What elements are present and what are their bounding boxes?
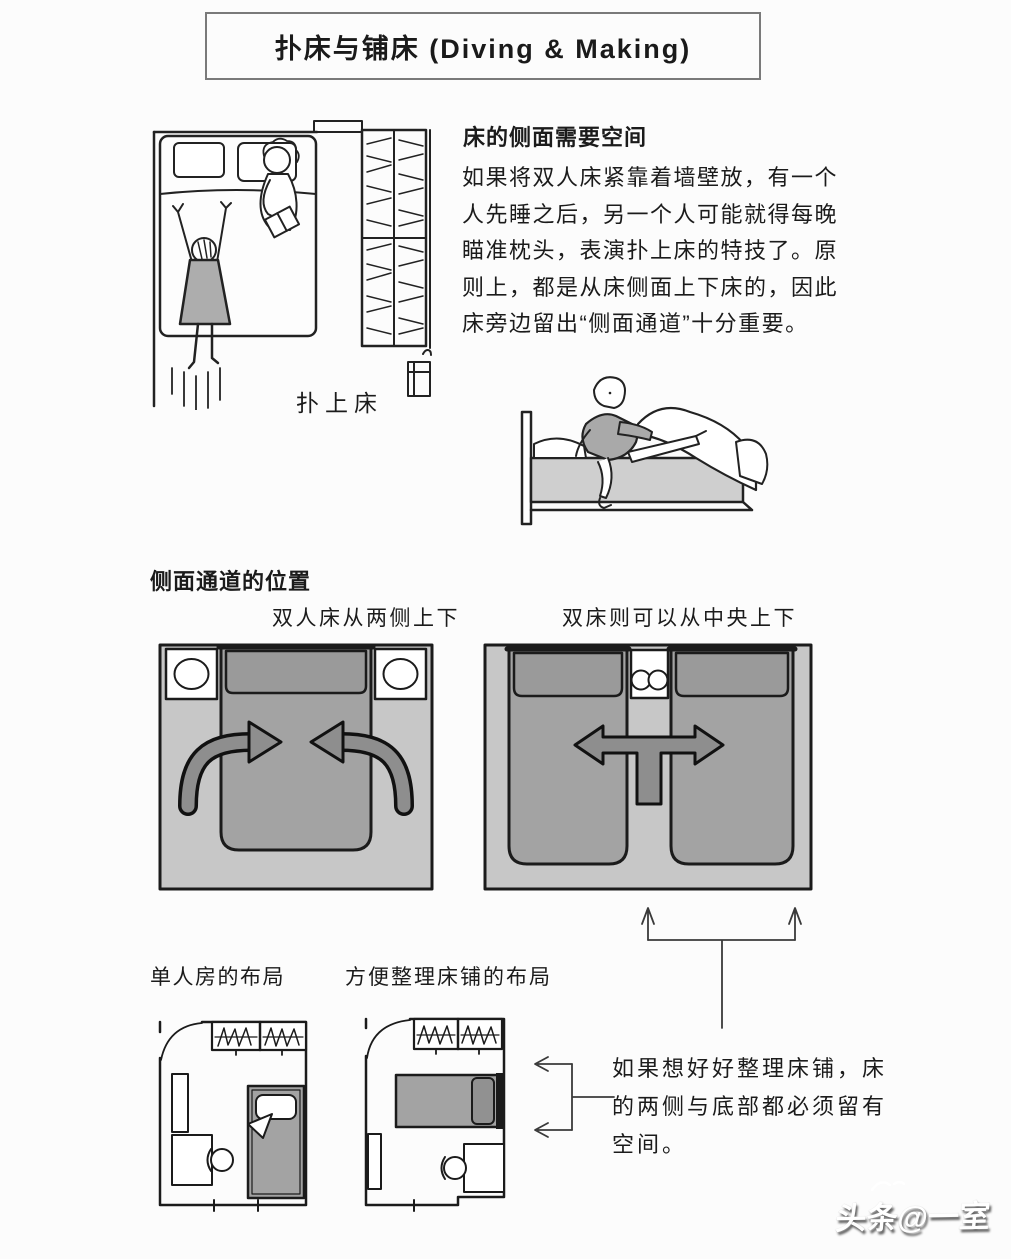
walls — [364, 1017, 506, 1207]
left-arrows-connector — [534, 1056, 615, 1138]
pillow — [533, 437, 587, 459]
up-arrows-connector — [641, 907, 802, 1029]
twin-bed-left — [504, 646, 632, 866]
pillow — [173, 142, 225, 178]
page-title: 扑床与铺床 (Diving & Making) — [274, 33, 692, 64]
twin-beds-plan-diagram — [483, 643, 813, 891]
double-bed-diagram-label: 双人床从两侧上下 — [272, 607, 460, 630]
paragraph-line: 如果将双人床紧靠着墙壁放，有一个 — [462, 165, 839, 190]
headboard — [496, 1073, 504, 1129]
bed-making-note: 如果想好好整理床铺，床 的两侧与底部都必须留有 空间。 — [612, 1050, 887, 1164]
wall-tick — [213, 1199, 259, 1212]
small-cabinet — [407, 349, 432, 397]
note-line: 的两侧与底部都必须留有 — [612, 1094, 888, 1119]
watermark: 头条@一室 — [834, 1198, 992, 1237]
walls — [158, 1020, 308, 1207]
entry-arrow-left — [178, 720, 283, 816]
blanket-fold — [247, 1113, 273, 1139]
person-reading — [259, 137, 301, 239]
left-arrow — [534, 1122, 573, 1138]
closet — [360, 128, 431, 349]
pillow-strip — [674, 651, 790, 698]
pillow — [471, 1077, 495, 1125]
split-entry-arrow — [573, 724, 725, 806]
desk — [171, 1134, 213, 1186]
single-room-label: 单人房的布局 — [150, 966, 285, 989]
pillow-strip — [512, 651, 624, 698]
diving-onto-bed-illustration — [152, 120, 432, 410]
left-arrow — [534, 1056, 573, 1072]
sitting-on-bed-illustration — [520, 376, 769, 526]
note-line: 如果想好好整理床铺，床 — [612, 1056, 888, 1081]
double-bed-plan-diagram — [158, 643, 434, 891]
twin-beds-diagram-label: 双床则可以从中央上下 — [562, 607, 797, 630]
door-swing — [160, 1022, 203, 1061]
hangers — [417, 1025, 497, 1045]
blanket-foot — [735, 438, 769, 485]
entry-arrow-right — [309, 720, 414, 816]
double-bed — [216, 644, 376, 852]
closet — [412, 1017, 504, 1055]
single-bed — [394, 1073, 504, 1129]
pillow — [255, 1094, 297, 1120]
paragraph-line: 则上，都是从床侧面上下床的，因此 — [462, 274, 839, 300]
person-sitting — [575, 376, 707, 509]
page-title-box: 扑床与铺床 (Diving & Making) — [205, 12, 761, 80]
shelf — [367, 1133, 382, 1190]
watermark-sparkle — [870, 1180, 906, 1192]
nightstand — [373, 647, 428, 701]
single-room-floorplan — [158, 1020, 308, 1212]
wall-notch — [313, 120, 363, 133]
central-nightstand — [629, 648, 670, 700]
motion-lines — [171, 367, 221, 410]
pillow-strip — [224, 649, 368, 695]
book — [263, 205, 301, 239]
paragraph-line: 人先睡之后，另一个人可能就得每晚 — [462, 201, 839, 227]
diving-caption: 扑上床 — [296, 390, 383, 416]
aisle-section-heading: 侧面通道的位置 — [150, 569, 312, 594]
paragraph-line: 瞄准枕头，表演扑上床的特技了。原 — [462, 238, 839, 263]
door-swing — [366, 1019, 411, 1059]
paragraph-line: 床旁边留出“侧面通道”十分重要。 — [462, 311, 809, 336]
easy-bed-making-floorplan — [364, 1017, 506, 1212]
chair — [206, 1148, 234, 1172]
hangers — [217, 1027, 300, 1047]
person-diving — [171, 201, 232, 410]
nightstand — [164, 647, 219, 701]
shelf — [171, 1073, 189, 1133]
note-line: 空间。 — [612, 1132, 688, 1157]
single-bed — [246, 1084, 306, 1200]
intro-heading: 床的侧面需要空间 — [463, 125, 648, 150]
twin-bed-right — [666, 646, 798, 866]
headboard — [520, 410, 533, 526]
closet — [210, 1020, 308, 1056]
intro-paragraph: 如果将双人床紧靠着墙壁放，有一个 人先睡之后，另一个人可能就得每晚 瞄准枕头，表… — [462, 160, 838, 343]
up-arrow — [788, 907, 802, 941]
easy-making-label: 方便整理床铺的布局 — [345, 966, 552, 989]
up-arrow — [641, 907, 655, 941]
chair — [440, 1156, 467, 1180]
desk — [463, 1143, 505, 1193]
